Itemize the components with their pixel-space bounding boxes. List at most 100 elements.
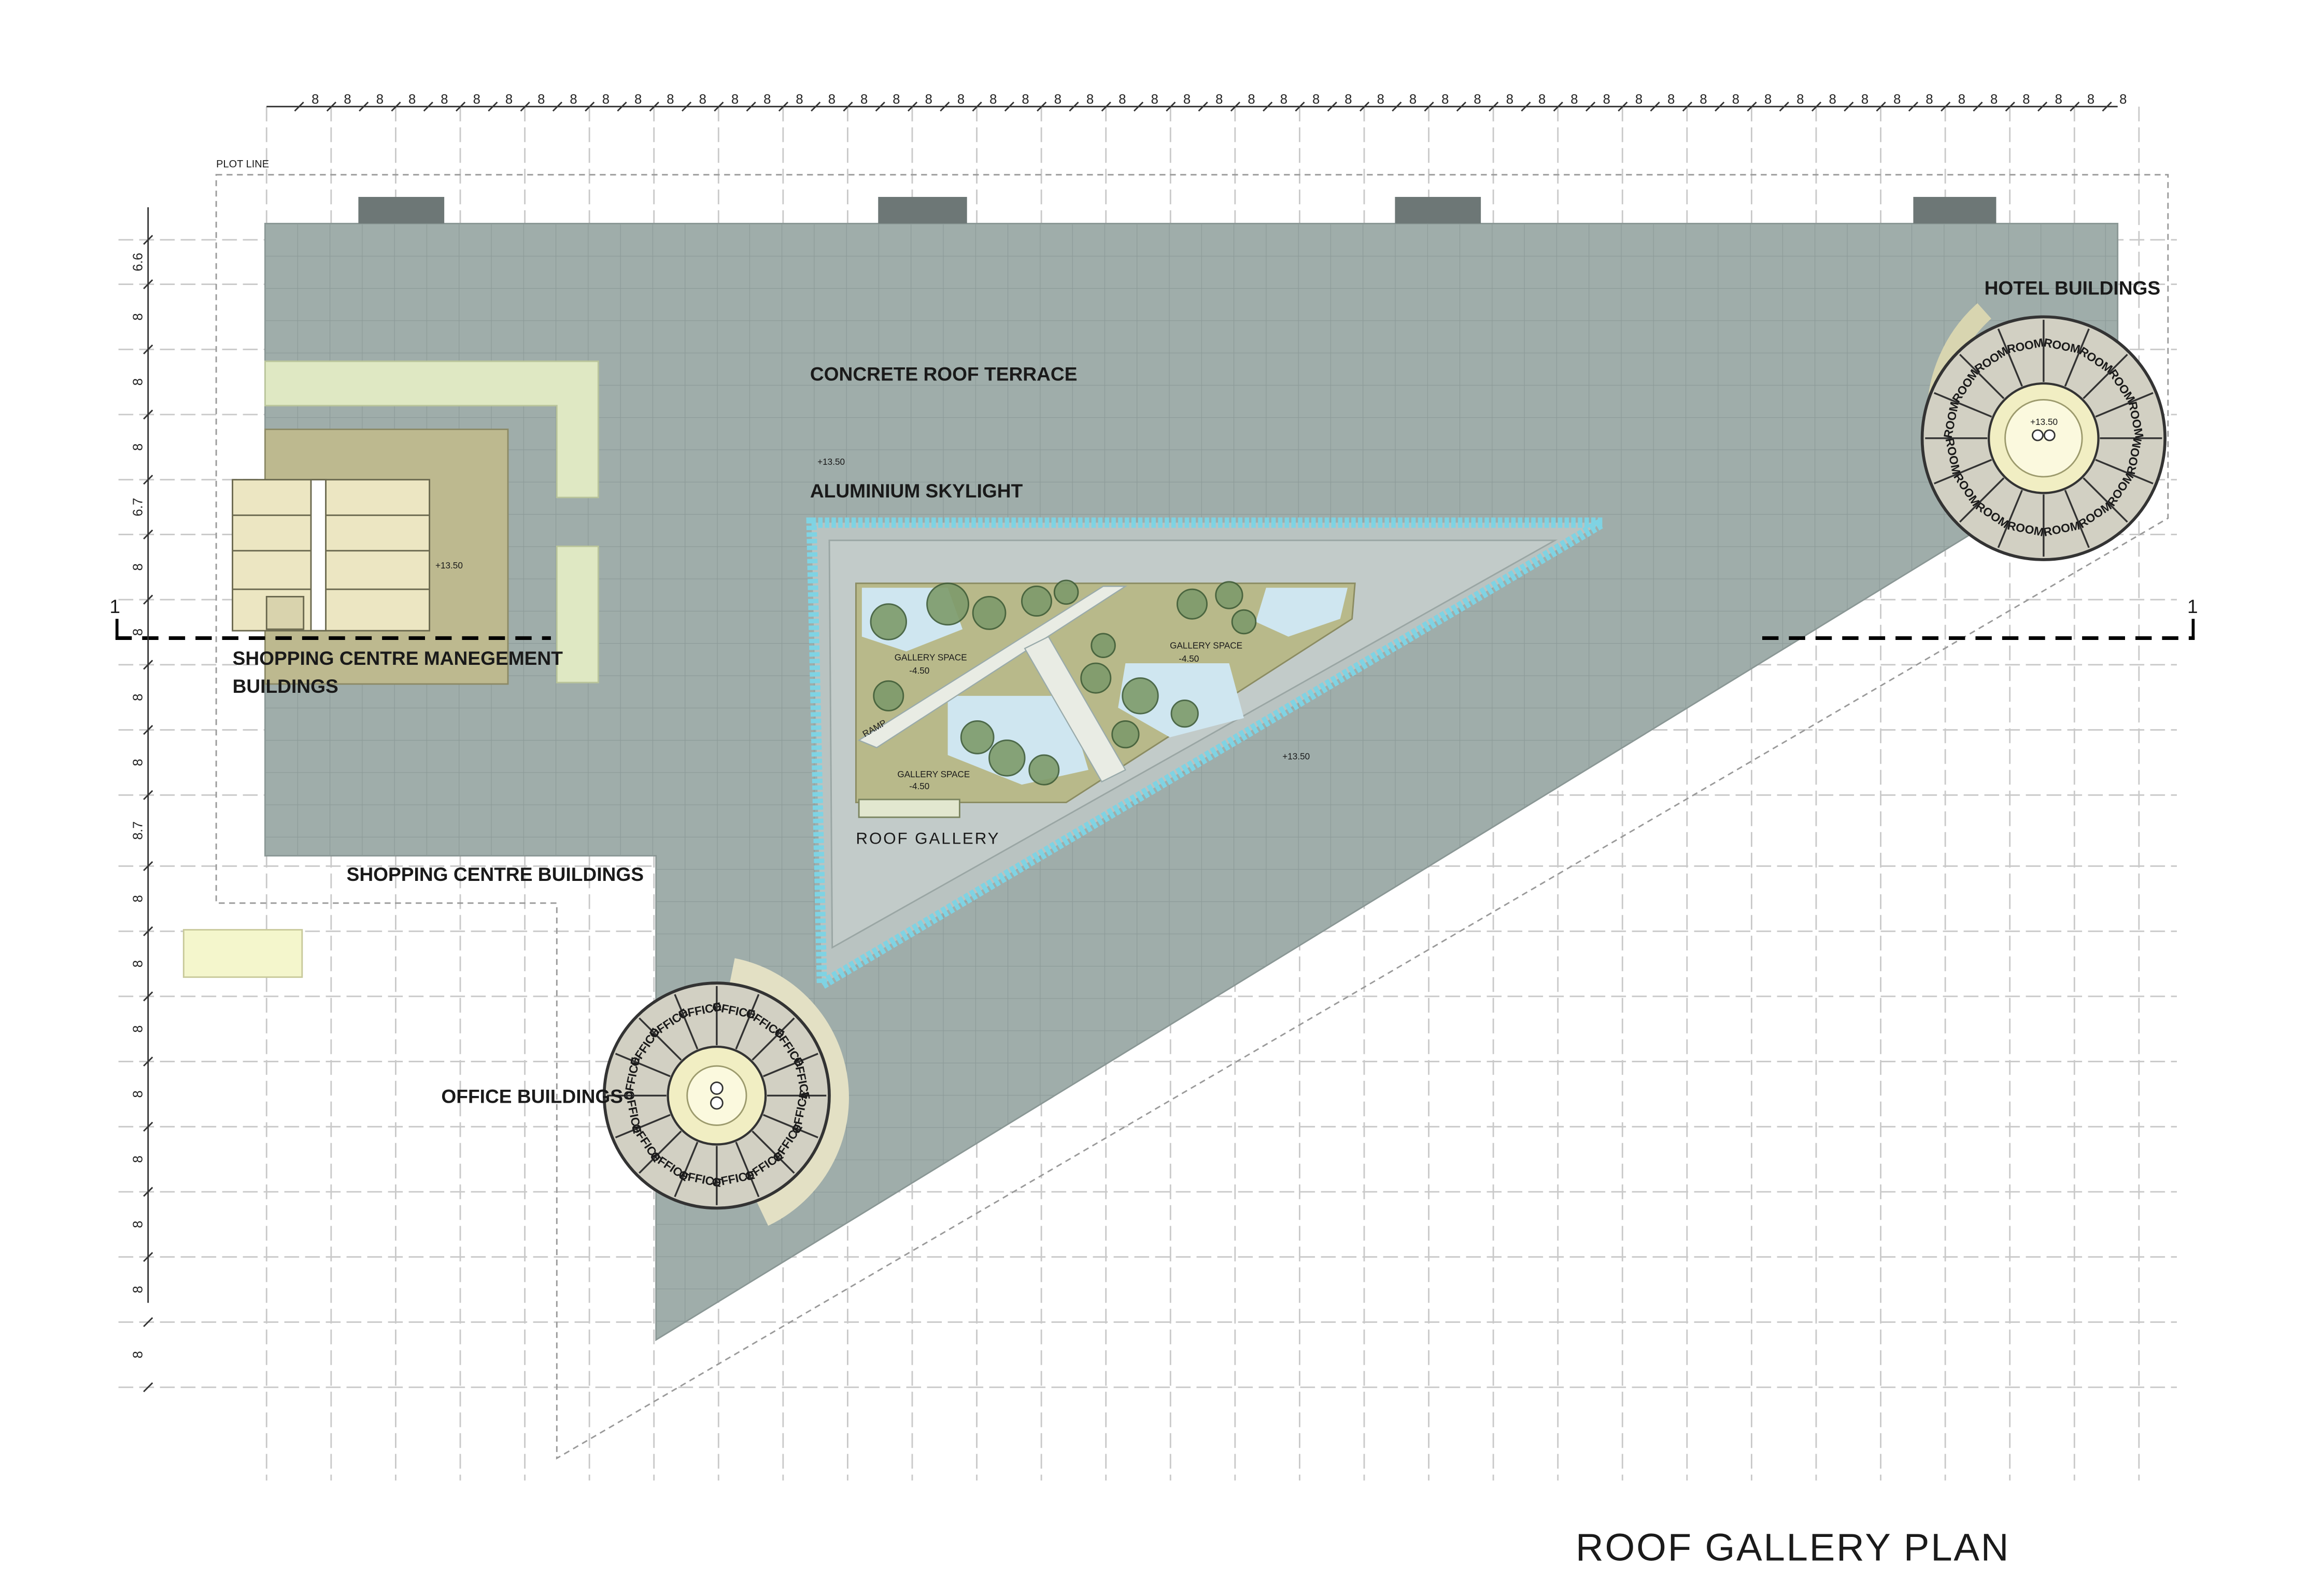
- top-dimension-label: 8: [763, 92, 771, 107]
- room-partition: [2083, 477, 2128, 523]
- tree-icon: [1028, 754, 1060, 786]
- dimension-tick: [1811, 102, 1822, 112]
- hotel-building: ROOMROOMROOMROOMROOMROOMROOMROOMROOMROOM…: [1920, 303, 2167, 561]
- tree-icon: [1053, 579, 1079, 605]
- dimension-tick: [1585, 102, 1596, 112]
- room-partition: [2083, 353, 2128, 400]
- dimension-tick: [143, 1382, 153, 1392]
- top-dimension-label: 8: [1086, 92, 1094, 107]
- dimension-tick: [1263, 102, 1273, 112]
- dimension-tick: [552, 102, 563, 112]
- left-dimension-label: 8: [131, 694, 145, 701]
- top-dimension-label: 8: [2022, 92, 2030, 107]
- dimension-tick: [143, 279, 153, 290]
- top-dimension-label: 8: [989, 92, 997, 107]
- top-dimension-label: 8: [1441, 92, 1449, 107]
- dimension-tick: [1230, 102, 1241, 112]
- top-dimension-label: 8: [957, 92, 965, 107]
- room-partition: [752, 1017, 795, 1061]
- dimension-tick: [423, 102, 433, 112]
- tree-icon: [988, 739, 1026, 777]
- office-building: OFFICEOFFICEOFFICEOFFICEOFFICEOFFICEOFFI…: [602, 958, 849, 1226]
- top-dimension-label: 8: [1312, 92, 1320, 107]
- dimension-tick: [1876, 102, 1886, 112]
- room-partition: [2064, 328, 2090, 387]
- left-dimension-label: 8: [131, 1156, 145, 1163]
- dimension-tick: [778, 102, 789, 112]
- dimension-tick: [585, 102, 595, 112]
- dimension-tick: [143, 1187, 153, 1197]
- tree-icon: [1080, 662, 1112, 694]
- gallery-space-label-1: GALLERY SPACE: [895, 652, 967, 662]
- top-dimension-label: 8: [1054, 92, 1061, 107]
- tree-icon: [1122, 677, 1159, 715]
- gallery-space-label-3: GALLERY SPACE: [897, 769, 970, 779]
- top-dimension-label: 8: [1764, 92, 1772, 107]
- left-dimension-label: 8: [131, 1351, 145, 1358]
- top-dimension-label: 8: [376, 92, 384, 107]
- dimension-tick: [714, 102, 724, 112]
- dimension-tick: [1618, 102, 1628, 112]
- top-dimension-label: 8: [1570, 92, 1578, 107]
- room-partition: [1959, 353, 2005, 400]
- roof-gallery-label: ROOF GALLERY: [856, 830, 1000, 848]
- room-partition: [1934, 459, 1992, 484]
- section-marker-left: 1: [109, 595, 120, 617]
- dimension-tick: [143, 1056, 153, 1067]
- concrete-terrace-label: CONCRETE ROOF TERRACE: [810, 363, 1078, 384]
- dimension-tick: [143, 991, 153, 1002]
- section-marker-right: 1: [2187, 595, 2198, 617]
- courtyard-path: [1024, 636, 1127, 783]
- top-dimension-label: 8: [1732, 92, 1739, 107]
- hotel-label: HOTEL BUILDINGS: [1985, 277, 2161, 299]
- dimension-tick: [1973, 102, 1983, 112]
- dimension-tick: [1779, 102, 1789, 112]
- top-dimension-label: 8: [1377, 92, 1384, 107]
- top-dimension-label: 8: [1022, 92, 1029, 107]
- dimension-tick: [1101, 102, 1111, 112]
- dimension-tick: [1844, 102, 1854, 112]
- tree-icon: [873, 680, 904, 711]
- left-dimension-label: 8: [131, 313, 145, 320]
- dimension-tick: [143, 344, 153, 354]
- gallery-level-label-1: -4.50: [909, 665, 929, 676]
- left-dimension-label: 8: [131, 1025, 145, 1033]
- room-partition: [674, 994, 699, 1050]
- top-dimension-label: 8: [473, 92, 480, 107]
- dimension-tick: [143, 660, 153, 670]
- left-dimension-label: 8.7: [131, 821, 145, 840]
- top-dimension-label: 8: [925, 92, 932, 107]
- top-dimension-label: 8: [1893, 92, 1901, 107]
- left-dimension-label: 8: [131, 563, 145, 571]
- top-dimension-label: 8: [441, 92, 448, 107]
- dimension-tick: [1037, 102, 1047, 112]
- left-dimension-label: 8: [131, 1090, 145, 1098]
- dimension-tick: [746, 102, 756, 112]
- courtyard-ramp: [857, 586, 1128, 749]
- dimension-tick: [294, 102, 304, 112]
- dimension-tick: [2037, 102, 2048, 112]
- dimension-tick: [1908, 102, 1919, 112]
- top-dimension-label: 8: [1635, 92, 1643, 107]
- tree-icon: [1111, 720, 1140, 749]
- roof-access-box-1: [358, 197, 445, 224]
- room-partition: [674, 1142, 699, 1198]
- top-dimension-label: 8: [1700, 92, 1707, 107]
- tree-icon: [1215, 581, 1243, 609]
- room-partition: [752, 1130, 795, 1174]
- room-partition: [2095, 392, 2154, 418]
- dimension-tick: [1327, 102, 1337, 112]
- dimension-tick: [143, 1252, 153, 1262]
- left-dimension-label: 8: [131, 1221, 145, 1228]
- dimension-tick: [143, 790, 153, 800]
- courtyard-pool-2: [1255, 588, 1348, 637]
- top-dimension-label: 8: [1538, 92, 1546, 107]
- dimension-tick: [617, 102, 627, 112]
- dimension-tick: [488, 102, 498, 112]
- top-dimension-label: 8: [2119, 92, 2127, 107]
- top-dimension-label: 8: [602, 92, 610, 107]
- dimension-tick: [1295, 102, 1305, 112]
- dimension-tick: [681, 102, 692, 112]
- dimension-tick: [972, 102, 982, 112]
